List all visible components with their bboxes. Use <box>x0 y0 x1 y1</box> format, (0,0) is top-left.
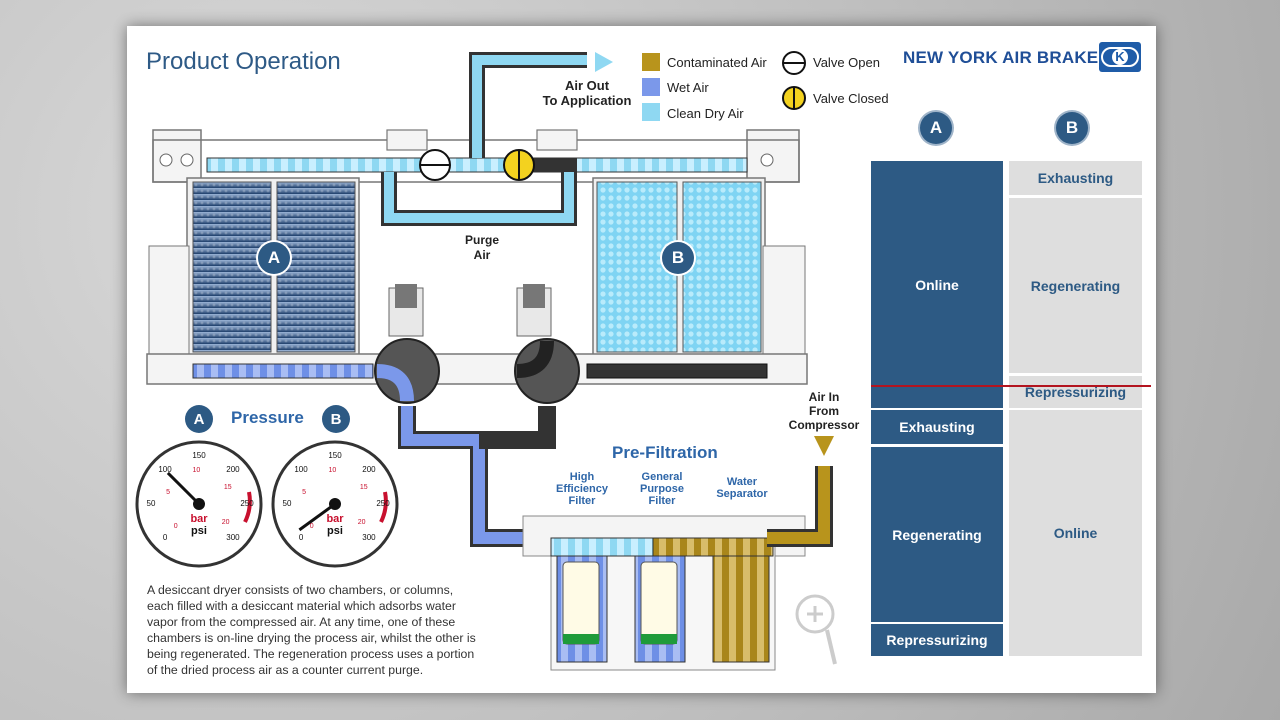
description-text: A desiccant dryer consists of two chambe… <box>147 583 476 677</box>
gauge-psi-tick: 200 <box>362 465 376 475</box>
gauge-bar-tick: 0 <box>309 523 314 531</box>
valve-closed-legend-icon <box>782 86 806 110</box>
brand-logo-text: K <box>1115 49 1125 64</box>
gauge-bar-tick: 15 <box>223 483 232 491</box>
gauge-psi-tick: 300 <box>226 532 240 542</box>
gauge-psi-tick: 300 <box>362 532 376 542</box>
gauge-a-needle-layer <box>166 471 205 510</box>
legend-label-clean: Clean Dry Air <box>667 106 744 121</box>
gauge-b-psi-label: psi <box>327 525 343 537</box>
gauge-psi-tick: 150 <box>192 451 206 460</box>
gauge-bar-tick: 15 <box>359 483 368 491</box>
legend-swatch-wet <box>642 78 660 96</box>
gauge-a-bar-label: bar <box>190 513 208 525</box>
gauge-a-psi-label: psi <box>191 525 207 537</box>
gauge-psi-tick: 100 <box>294 465 308 475</box>
gauge-b-bar-label: bar <box>326 513 344 525</box>
legend-label-valve-open: Valve Open <box>813 55 880 70</box>
legend-swatch-clean <box>642 103 660 121</box>
cycle-table-head-a: A <box>920 112 952 144</box>
gauge-b-needle <box>298 502 336 532</box>
gauge-bar-tick: 20 <box>357 519 366 527</box>
gauge-a-needle <box>166 471 201 506</box>
pressure-badge-b: B <box>322 405 350 433</box>
pressure-badge-a: A <box>185 405 213 433</box>
chamber-b-badge: B <box>662 242 694 274</box>
cycle-b-exhausting: Exhausting <box>1009 161 1142 195</box>
gauge-bar-tick: 5 <box>302 488 306 496</box>
valve-open-legend-icon <box>782 51 806 75</box>
gauge-psi-tick: 200 <box>226 465 240 475</box>
gauge-psi-tick: 0 <box>298 532 304 542</box>
gauge-psi-tick: 250 <box>376 499 390 508</box>
dryer-schematic <box>135 52 837 671</box>
gauge-psi-tick: 100 <box>158 465 172 475</box>
cycle-b-regenerating: Regenerating <box>1009 198 1142 373</box>
gauge-psi-tick: 150 <box>328 451 342 460</box>
gauge-bar-tick: 20 <box>221 519 230 527</box>
gauge-psi-tick: 50 <box>282 499 292 508</box>
pressure-title: Pressure <box>231 408 304 427</box>
legend-swatch-contaminated <box>642 53 660 71</box>
legend-label-wet: Wet Air <box>667 80 709 95</box>
gauge-bar-tick: 10 <box>328 467 337 475</box>
diagram-panel: Product Operation Contaminated Air Wet A… <box>127 26 1156 693</box>
legend-label-valve-closed: Valve Closed <box>813 91 889 106</box>
legend-label-contaminated: Contaminated Air <box>667 55 767 70</box>
cycle-a-online: Online <box>871 161 1003 408</box>
pre-filtration-title: Pre-Filtration <box>612 443 718 462</box>
gauge-bar-tick: 10 <box>192 467 201 475</box>
cycle-b-online: Online <box>1009 410 1142 656</box>
cycle-a-exhausting: Exhausting <box>871 410 1003 444</box>
gauge-bar-tick: 5 <box>166 488 170 496</box>
cycle-time-marker <box>871 385 1151 387</box>
brand-name: NEW YORK AIR BRAKE <box>903 48 1099 67</box>
cycle-table-head-b: B <box>1056 112 1088 144</box>
gauge-psi-tick: 0 <box>162 532 168 542</box>
page-title: Product Operation <box>146 48 341 75</box>
gauge-psi-tick: 250 <box>240 499 254 508</box>
cycle-a-repressurizing: Repressurizing <box>871 624 1003 656</box>
cycle-b-repressurizing: Repressurizing <box>1009 376 1142 408</box>
brand-logo: K <box>1099 42 1141 72</box>
gauge-b-needle-layer <box>298 498 341 532</box>
chamber-a-badge: A <box>258 242 290 274</box>
gauge-psi-tick: 50 <box>146 499 156 508</box>
cycle-a-regenerating: Regenerating <box>871 447 1003 622</box>
gauge-bar-tick: 0 <box>173 523 178 531</box>
